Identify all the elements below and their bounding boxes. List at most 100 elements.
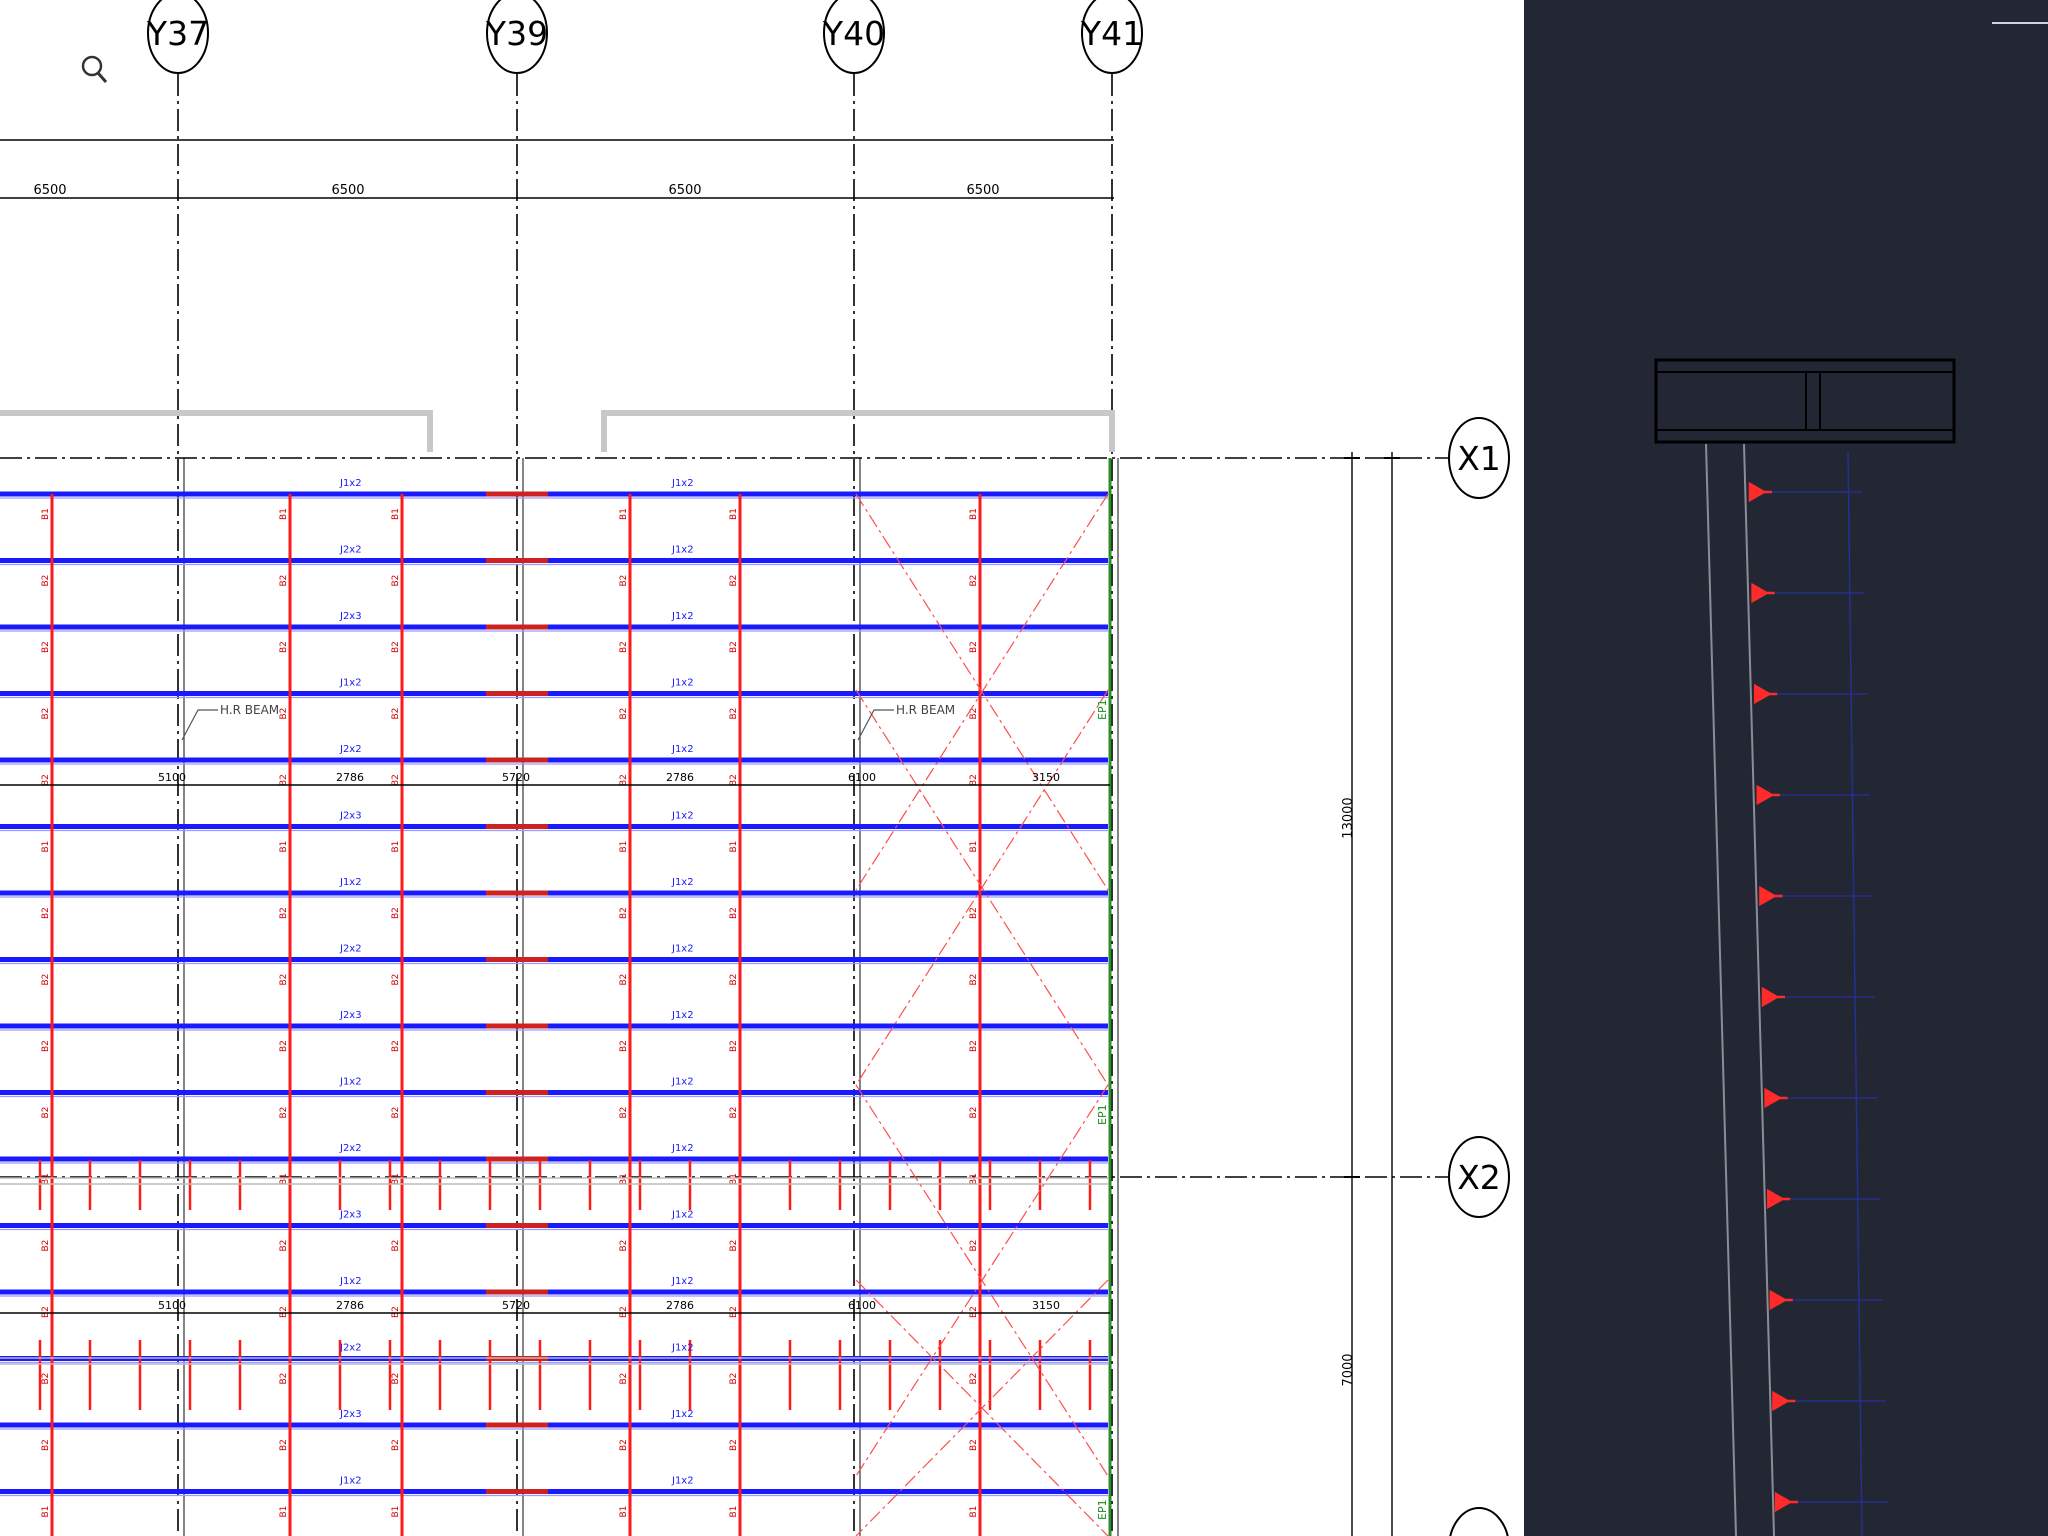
column-grid-label: Y40 — [822, 14, 885, 53]
side-viewport-panel[interactable] — [1524, 0, 2048, 1536]
inner-dimension-text: 3150 — [1032, 1299, 1060, 1312]
beam-label: B2 — [279, 1439, 289, 1451]
column-grid-bubble — [823, 0, 885, 74]
beam-label: B2 — [729, 1306, 739, 1318]
joist-label: J1x2 — [339, 478, 362, 489]
beam-label: B2 — [729, 1240, 739, 1252]
joist-label: J1x2 — [671, 1010, 694, 1021]
beam-label: B2 — [41, 1373, 51, 1385]
row-grid-bubble — [1448, 417, 1510, 499]
beam-label: B1 — [41, 508, 51, 520]
beam-label: B2 — [729, 1373, 739, 1385]
side-clip-angle — [1774, 1491, 1798, 1513]
beam-label: B2 — [619, 774, 629, 786]
beam-label: B2 — [391, 1373, 401, 1385]
joist-label: J1x2 — [671, 744, 694, 755]
hr-beam-leader — [181, 709, 218, 741]
beam-label: B1 — [279, 841, 289, 853]
side-clip-angle — [1748, 481, 1772, 503]
beam-label: B2 — [279, 1040, 289, 1052]
beam-label: B2 — [729, 575, 739, 587]
beam-label: B2 — [729, 1040, 739, 1052]
joist-label: J1x2 — [671, 1276, 694, 1287]
column-grid-bubble — [147, 0, 209, 74]
joist-label: J2x2 — [339, 1143, 362, 1154]
span-dimension-text: 6500 — [331, 183, 364, 198]
side-clip-angle — [1769, 1289, 1793, 1311]
joist-label: J2x3 — [339, 1409, 362, 1420]
parapet-layer — [0, 410, 1115, 452]
hr-beam-label: H.R BEAM — [896, 703, 955, 717]
beam-label: B2 — [619, 1439, 629, 1451]
beam-label: B1 — [729, 1506, 739, 1518]
joist-label: J1x2 — [671, 1476, 694, 1487]
beam-label: B1 — [391, 508, 401, 520]
column-grid-label: Y39 — [485, 14, 548, 53]
beam-label: B2 — [279, 708, 289, 720]
beam-label: B2 — [41, 1107, 51, 1119]
side-clip-angle — [1764, 1087, 1788, 1109]
hr-beam-label: H.R BEAM — [220, 703, 279, 717]
column-grid-bubble — [1081, 0, 1143, 74]
inner-dimension-text: 2786 — [336, 771, 364, 784]
beam-label: B1 — [969, 1506, 979, 1518]
end-plate-label: EP1 — [1096, 1104, 1109, 1125]
side-column-line — [1705, 443, 1737, 1536]
end-plate-label: EP1 — [1096, 1499, 1109, 1520]
beam-label: B2 — [391, 907, 401, 919]
inner-dimension-text: 6100 — [848, 771, 876, 784]
beam-label: B1 — [969, 1173, 979, 1185]
joist-label: J1x2 — [671, 1343, 694, 1354]
beam-label: B2 — [969, 907, 979, 919]
beam-label: B2 — [41, 708, 51, 720]
beam-label: B1 — [619, 1506, 629, 1518]
side-clip-angle — [1751, 582, 1775, 604]
vertical-dimension-text: 13000 — [1341, 797, 1356, 838]
joist-label: J2x2 — [339, 944, 362, 955]
joist-label: J1x2 — [339, 1077, 362, 1088]
beam-label: B2 — [391, 708, 401, 720]
beam-label: B2 — [391, 1306, 401, 1318]
beam-label: B2 — [279, 1306, 289, 1318]
joist-label: J1x2 — [671, 1077, 694, 1088]
beam-label: B2 — [279, 774, 289, 786]
beam-label: B2 — [391, 575, 401, 587]
inner-dimension-text: 5100 — [158, 771, 186, 784]
row-grid-label: X2 — [1457, 1158, 1501, 1197]
row-grid-bubble-partial — [1449, 1507, 1509, 1536]
column-grid-bubble — [486, 0, 548, 74]
beam-label: B2 — [969, 1240, 979, 1252]
side-elevation-layer — [1654, 358, 1956, 1536]
cross-brace-line — [855, 493, 1109, 891]
beam-label: B2 — [619, 907, 629, 919]
beam-layer: B1B2B2B2B2B1B2B2B2B2B1B2B2B2B2B1B1B2B2B2… — [0, 494, 1108, 1536]
side-joist-line — [1847, 451, 1863, 1536]
beam-label: B2 — [619, 1306, 629, 1318]
column-grid-label: Y37 — [146, 14, 209, 53]
beam-label: B2 — [279, 641, 289, 653]
magnifier-icon[interactable] — [81, 55, 108, 83]
end-plate-label: EP1 — [1096, 699, 1109, 720]
beam-label: B1 — [619, 508, 629, 520]
beam-label: B2 — [619, 974, 629, 986]
beam-label: B2 — [969, 974, 979, 986]
joist-label: J2x3 — [339, 1010, 362, 1021]
beam-label: B2 — [619, 1107, 629, 1119]
side-clip-angle — [1753, 683, 1778, 705]
joist-label: J1x2 — [339, 1476, 362, 1487]
beam-label: B1 — [729, 1173, 739, 1185]
span-dimension-text: 6500 — [668, 183, 701, 198]
side-clip-angle — [1756, 784, 1780, 806]
beam-label: B2 — [279, 1373, 289, 1385]
beam-label: B1 — [279, 508, 289, 520]
beam-label: B2 — [279, 1107, 289, 1119]
beam-label: B1 — [41, 1506, 51, 1518]
beam-label: B2 — [41, 974, 51, 986]
joist-label: J1x2 — [671, 944, 694, 955]
beam-label: B1 — [619, 1173, 629, 1185]
side-beam-web — [1805, 371, 1821, 431]
side-clip-angle — [1766, 1188, 1791, 1210]
beam-label: B2 — [41, 641, 51, 653]
